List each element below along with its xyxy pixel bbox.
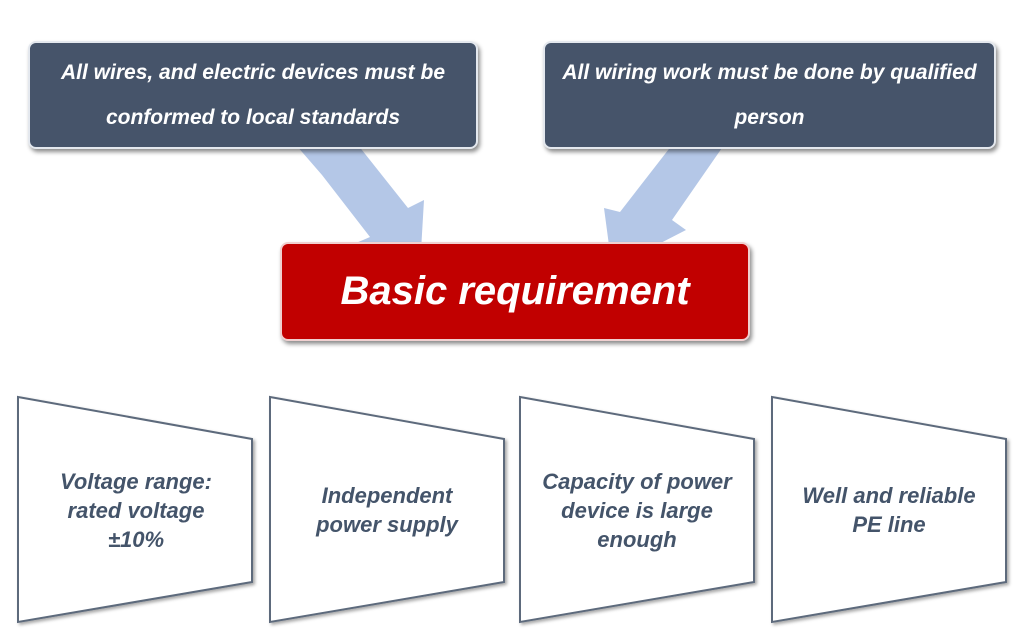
requirement-text-1: Voltage range: rated voltage ±10% xyxy=(60,468,212,552)
requirement-pe-line: Well and reliable PE line xyxy=(772,440,1006,580)
requirement-independent-power: Independent power supply xyxy=(270,440,504,580)
requirement-shape-1 xyxy=(17,395,253,624)
basic-requirement-text: Basic requirement xyxy=(340,269,690,313)
requirement-text-3: Capacity of power device is large enough xyxy=(542,468,732,552)
requirement-text-2: Independent power supply xyxy=(316,483,458,537)
requirement-capacity: Capacity of power device is large enough xyxy=(520,440,754,580)
requirement-text-4: Well and reliable PE line xyxy=(802,483,976,537)
qualified-person-box: All wiring work must be done by qualifie… xyxy=(543,41,996,149)
requirement-shape-3 xyxy=(519,395,755,624)
qualified-person-text: All wiring work must be done by qualifie… xyxy=(562,61,977,129)
requirement-voltage-range: Voltage range: rated voltage ±10% xyxy=(20,440,252,580)
requirement-shape-2 xyxy=(269,395,505,624)
basic-requirement-box: Basic requirement xyxy=(280,242,750,341)
requirement-shape-4 xyxy=(771,395,1007,624)
standards-text: All wires, and electric devices must be … xyxy=(61,61,445,129)
arrow-right-to-center xyxy=(604,145,724,268)
arrow-left-to-center xyxy=(296,145,424,268)
standards-box: All wires, and electric devices must be … xyxy=(28,41,478,149)
